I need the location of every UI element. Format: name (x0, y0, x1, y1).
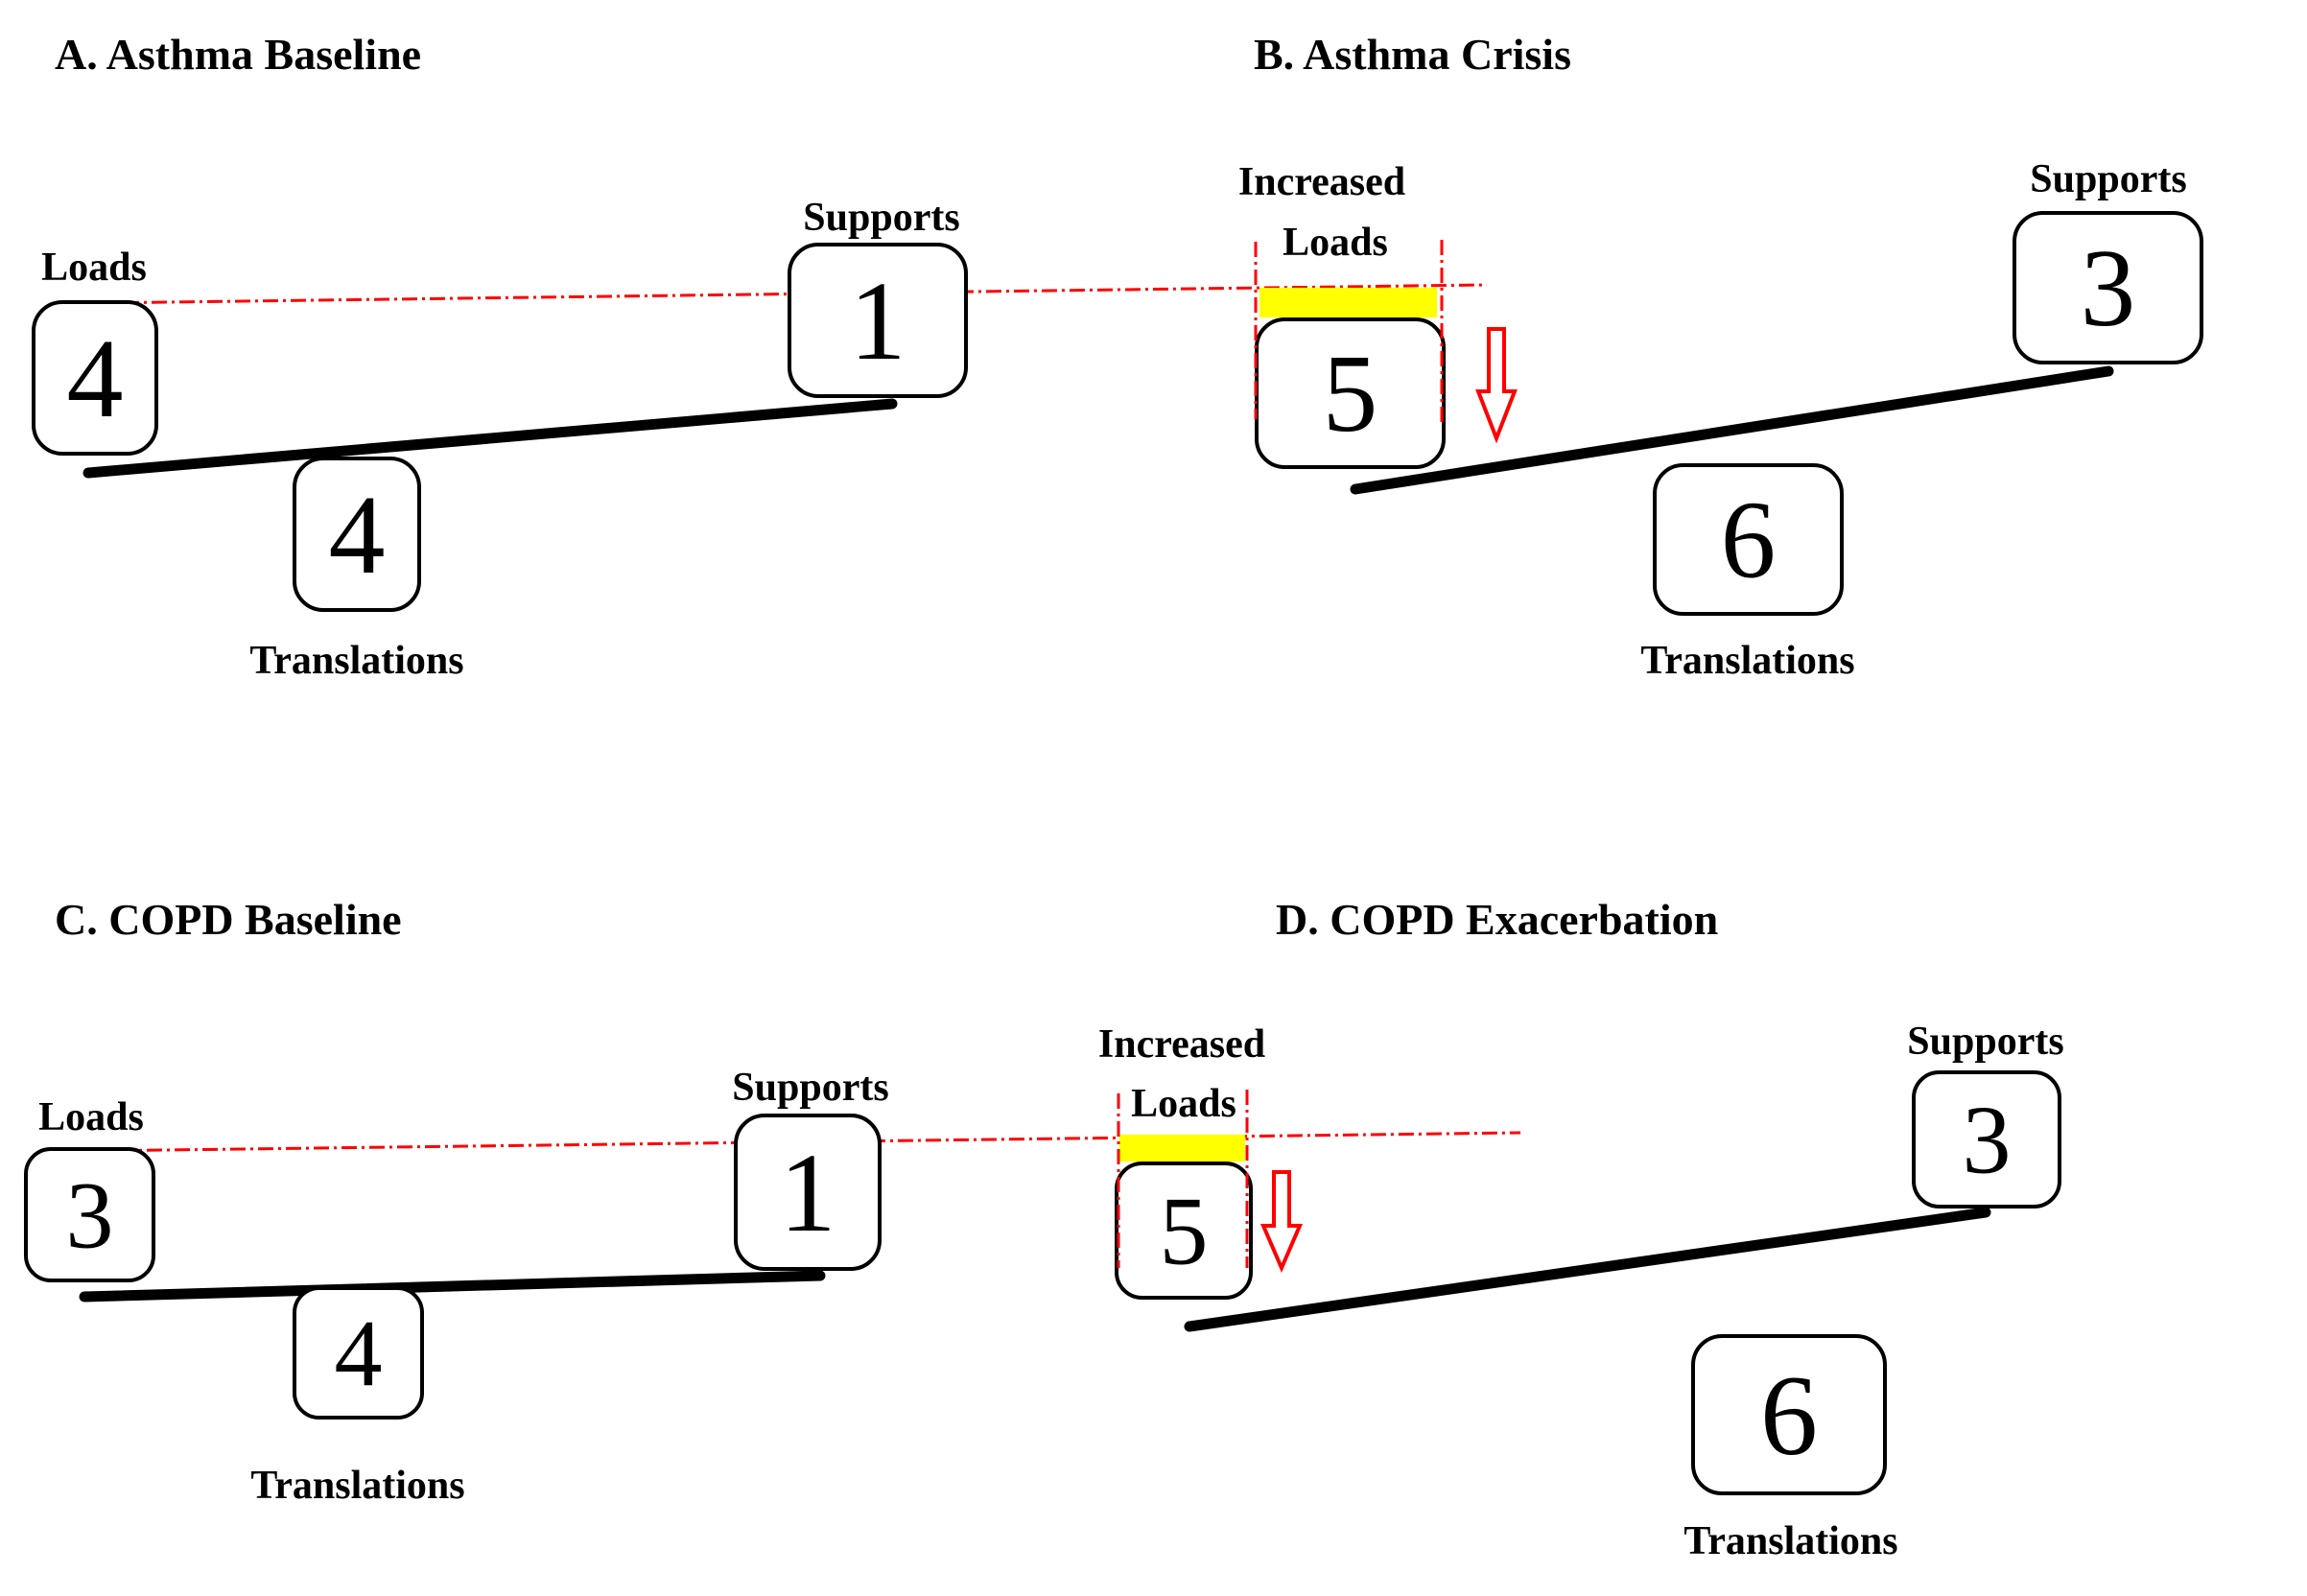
supports-box (734, 1114, 882, 1271)
translations-box-value: 4 (329, 472, 386, 598)
translations-box (293, 1286, 424, 1420)
supports-box (1912, 1070, 2061, 1209)
supports-box (2013, 211, 2203, 364)
beam-line (82, 398, 898, 479)
translations-label: Translations (250, 1464, 464, 1508)
translations-box-value: 4 (335, 1301, 383, 1407)
supports-label: Supports (1907, 1020, 2063, 1064)
beam-line (1184, 1207, 1991, 1332)
increased-load-highlight-bar (1119, 1135, 1245, 1162)
translations-box-value: 6 (1760, 1351, 1818, 1479)
translations-label: Translations (1640, 639, 1854, 683)
beam-line (79, 1270, 826, 1303)
loads-box-value: 4 (67, 316, 124, 441)
increased-loads-label-line1: Increased (1238, 160, 1405, 204)
loads-box-value: 3 (66, 1162, 114, 1269)
increased-loads-box-value: 5 (1160, 1178, 1209, 1286)
increased-load-highlight-bar (1259, 288, 1437, 317)
translations-box (1653, 463, 1844, 616)
increased-loads-label-line1: Increased (1098, 1022, 1265, 1067)
supports-box-value: 3 (2081, 227, 2136, 349)
panel-title-A: A. Asthma Baseline (55, 30, 421, 79)
supports-label: Supports (2030, 157, 2186, 201)
panel-title-D: D. COPD Exacerbation (1276, 895, 1718, 944)
translations-label: Translations (1683, 1519, 1897, 1563)
supports-label: Supports (803, 196, 959, 240)
increased-loads-label-line2: Loads (1283, 221, 1388, 265)
loads-box (24, 1147, 155, 1282)
translations-box (293, 457, 421, 612)
loads-label: Loads (41, 246, 147, 290)
panel-title-B: B. Asthma Crisis (1254, 30, 1571, 79)
supports-box-value: 1 (780, 1130, 836, 1256)
baseline-reference-line-bottom (90, 1131, 1521, 1153)
supports-box (788, 243, 968, 398)
increased-loads-box (1115, 1162, 1253, 1300)
increased-load-down-arrow-icon (1259, 1170, 1304, 1274)
translations-box-value: 6 (1721, 480, 1777, 601)
beam-line (1350, 365, 2114, 495)
supports-label: Supports (732, 1066, 888, 1110)
panel-title-C: C. COPD Baseline (55, 895, 402, 944)
supports-box-value: 3 (1963, 1087, 2012, 1195)
translations-label: Translations (249, 639, 463, 683)
translations-box (1691, 1334, 1887, 1495)
supports-box-value: 1 (850, 258, 906, 384)
increased-loads-box-value: 5 (1323, 333, 1378, 455)
increased-load-down-arrow-icon (1475, 327, 1518, 444)
loads-box (32, 300, 158, 456)
increased-loads-label-line2: Loads (1131, 1082, 1236, 1126)
loads-label: Loads (38, 1095, 144, 1139)
